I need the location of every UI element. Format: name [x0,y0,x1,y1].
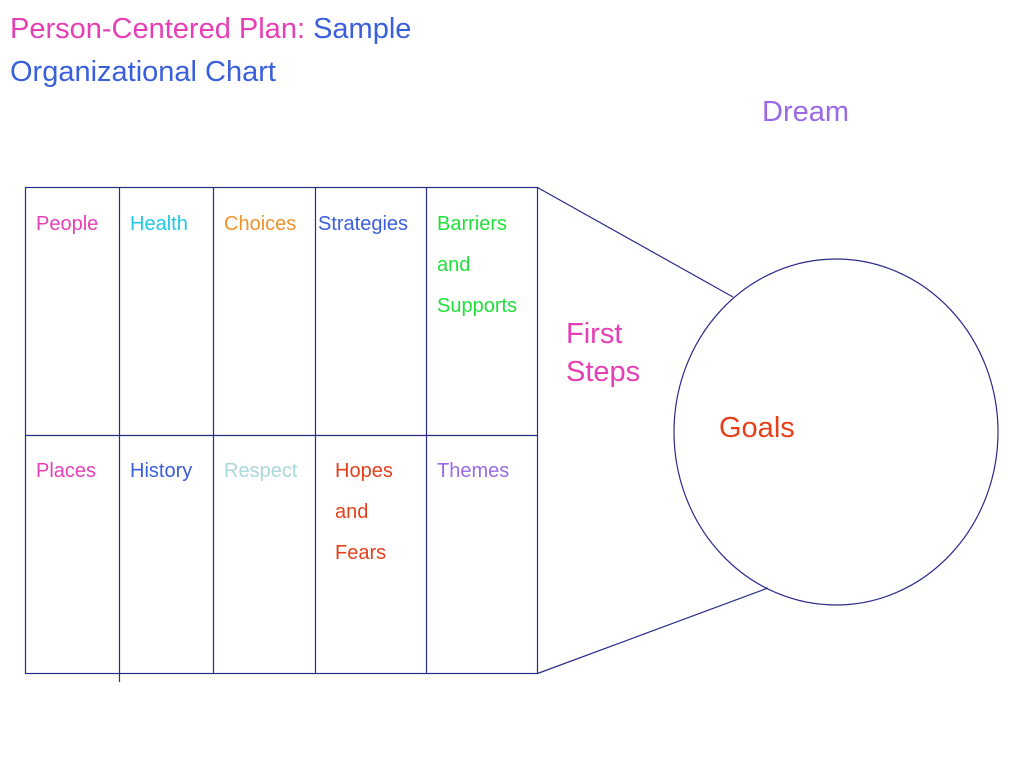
first-steps-line-1: First [566,318,623,350]
cell-hopes-and-fears-line-2: and [335,501,369,523]
cell-themes: Themes [437,451,509,492]
cell-hopes-and-fears-line-1: Hopes [335,460,393,482]
connector-bottom [537,587,769,675]
cell-people-line-1: People [36,213,99,235]
cell-places-line-1: Places [36,460,97,482]
connector-top [537,186,734,298]
cell-health-line-1: Health [130,213,188,235]
cell-places: Places [36,451,96,492]
cell-barriers-and-supports-line-1: Barriers [437,213,508,235]
cell-barriers-and-supports-line-3: Supports [437,295,518,317]
cell-barriers-and-supports-line-2: and [437,254,471,276]
dream-label: Dream [762,96,850,128]
title-part-2: Sample [313,13,412,45]
title-line-2: Organizational Chart [10,56,276,88]
goals-label: Goals [719,412,795,444]
page-title: Person-Centered Plan: Sample Organizatio… [10,8,411,94]
cell-hopes-and-fears-line-3: Fears [335,542,387,564]
grid-outer-border [24,186,539,675]
first-steps-line-2: Steps [566,356,641,388]
cell-history-line-1: History [130,460,193,482]
first-steps-label: First Steps [566,315,640,391]
cell-respect: Respect [224,451,297,492]
cell-health: Health [130,204,188,245]
cell-history: History [130,451,192,492]
cell-respect-line-1: Respect [224,460,298,482]
cell-strategies: Strategies [318,204,408,245]
cell-choices: Choices [224,204,296,245]
cell-strategies-line-1: Strategies [318,213,409,235]
title-part-1: Person-Centered Plan: [10,13,305,45]
cell-themes-line-1: Themes [437,460,510,482]
goals-circle [673,258,999,606]
cell-people: People [36,204,98,245]
cell-choices-line-1: Choices [224,213,297,235]
